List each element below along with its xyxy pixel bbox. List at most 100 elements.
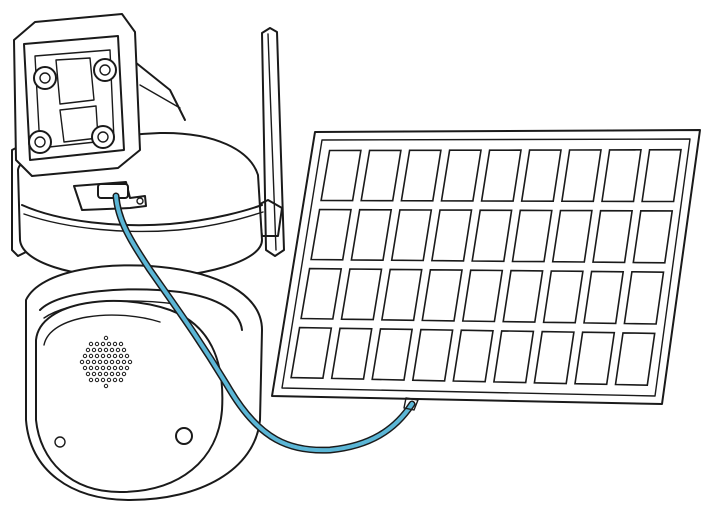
speaker-hole: [127, 359, 133, 365]
solar-cell: [430, 209, 473, 262]
speaker-hole: [106, 365, 112, 371]
speaker-hole: [112, 365, 118, 371]
solar-cell: [480, 149, 522, 202]
solar-cell: [440, 149, 482, 202]
solar-cell: [380, 268, 423, 322]
speaker-hole: [100, 353, 106, 359]
speaker-hole: [100, 341, 106, 347]
speaker-hole: [79, 359, 85, 365]
speaker-hole: [91, 371, 97, 377]
speaker-hole: [94, 365, 100, 371]
solar-cell: [290, 326, 333, 380]
speaker-hole: [82, 365, 88, 371]
solar-cell: [400, 149, 442, 202]
speaker-hole: [88, 341, 94, 347]
speaker-hole: [118, 341, 124, 347]
solar-cell: [411, 328, 454, 382]
speaker-hole: [121, 347, 127, 353]
solar-cell: [502, 269, 544, 323]
solar-cell: [542, 270, 584, 324]
solar-cell: [371, 328, 414, 381]
speaker-hole: [118, 377, 124, 383]
solar-cell: [511, 209, 553, 263]
speaker-hole: [97, 359, 103, 365]
speaker-hole: [85, 347, 91, 353]
solar-panel-cells: [290, 148, 682, 387]
speaker-hole: [103, 359, 109, 365]
speaker-hole: [88, 353, 94, 359]
speaker-hole: [88, 377, 94, 383]
speaker-hole: [85, 359, 91, 365]
speaker-hole: [106, 377, 112, 383]
speaker-hole: [109, 347, 115, 353]
speaker-hole: [97, 347, 103, 353]
speaker-grille: [79, 335, 133, 389]
solar-cell: [340, 268, 383, 321]
solar-cell: [360, 149, 402, 202]
solar-cell: [461, 269, 504, 323]
speaker-hole: [109, 359, 115, 365]
speaker-hole: [118, 365, 124, 371]
solar-cell: [614, 332, 656, 387]
speaker-hole: [118, 353, 124, 359]
solar-cell: [492, 330, 535, 384]
solar-cell: [330, 327, 373, 380]
speaker-hole: [103, 371, 109, 377]
speaker-hole: [112, 353, 118, 359]
speaker-hole: [88, 365, 94, 371]
speaker-hole: [97, 371, 103, 377]
solar-cell: [421, 268, 463, 322]
speaker-hole: [91, 359, 97, 365]
solar-cell: [452, 329, 494, 383]
speaker-hole: [112, 341, 118, 347]
solar-cell: [601, 148, 642, 203]
speaker-hole: [103, 347, 109, 353]
speaker-hole: [103, 335, 109, 341]
speaker-hole: [94, 377, 100, 383]
solar-cell: [551, 209, 593, 263]
speaker-hole: [100, 377, 106, 383]
solar-cell: [320, 149, 362, 202]
solar-cell: [310, 208, 352, 261]
speaker-hole: [91, 347, 97, 353]
solar-cell: [560, 149, 602, 203]
solar-cell: [471, 209, 513, 263]
solar-cable: [112, 192, 419, 454]
solar-cell: [623, 270, 665, 325]
solar-cell: [300, 267, 343, 320]
solar-panel: [271, 129, 701, 405]
mounting-bracket: [13, 13, 141, 177]
camera-dome-head: [25, 264, 263, 501]
speaker-hole: [124, 353, 130, 359]
speaker-hole: [121, 371, 127, 377]
speaker-hole: [115, 371, 121, 377]
solar-cell: [641, 148, 682, 203]
solar-cell: [390, 209, 433, 262]
speaker-hole: [112, 377, 118, 383]
solar-cell: [583, 270, 625, 325]
speaker-hole: [121, 359, 127, 365]
speaker-hole: [106, 341, 112, 347]
right-antenna: [257, 27, 285, 257]
speaker-hole: [115, 359, 121, 365]
solar-cell: [533, 330, 575, 385]
solar-cell: [632, 209, 674, 264]
speaker-hole: [94, 341, 100, 347]
solar-cell: [520, 149, 562, 203]
speaker-hole: [82, 353, 88, 359]
speaker-hole: [100, 365, 106, 371]
bracket-screw-holes: [28, 58, 117, 154]
speaker-hole: [124, 365, 130, 371]
speaker-hole: [109, 371, 115, 377]
solar-cell: [350, 208, 393, 262]
speaker-hole: [85, 371, 91, 377]
speaker-hole: [106, 353, 112, 359]
solar-cell: [592, 209, 634, 264]
speaker-hole: [103, 383, 109, 389]
speaker-hole: [94, 353, 100, 359]
speaker-hole: [115, 347, 121, 353]
charging-port: [73, 181, 147, 211]
solar-cell: [574, 331, 616, 386]
